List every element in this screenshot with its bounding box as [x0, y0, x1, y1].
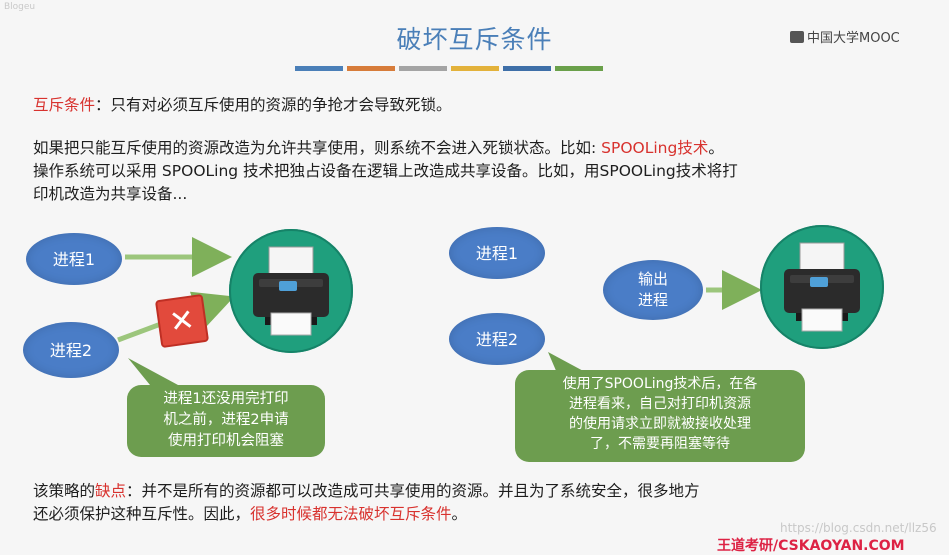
callout-left-line: 使用打印机会阻塞 — [168, 433, 284, 449]
printer-icon — [253, 246, 329, 336]
output-process-node: 输出 进程 — [603, 260, 703, 320]
drawback-paragraph: 该策略的缺点：并不是所有的资源都可以改造成可共享使用的资源。并且为了系统安全，很… — [33, 480, 913, 526]
blocked-icon: ✕ — [154, 293, 210, 349]
drawback-text-2: 还必须保护这种互斥性。因此， — [33, 505, 251, 523]
callout-right-line: 进程看来，自己对打印机资源 — [569, 396, 751, 412]
logo-text: 中国大学MOOC — [807, 31, 900, 46]
drawback-conclusion: 很多时候都无法破坏互斥条件 — [250, 505, 452, 523]
spooling-line-2: 操作系统可以采用 SPOOLing 技术把独占设备在逻辑上改造成共享设备。比如，… — [33, 162, 738, 180]
mooc-logo: 中国大学MOOC — [790, 27, 900, 46]
color-bar — [399, 66, 447, 71]
footer-brand: 王道考研/CSKAOYAN.COM — [717, 538, 905, 554]
color-bar — [555, 66, 603, 71]
process1-node-right: 进程1 — [449, 227, 545, 279]
corner-tag: Blogeu — [4, 2, 36, 12]
drawback-end: 。 — [451, 505, 468, 523]
spooling-line-3: 印机改造为共享设备... — [33, 185, 188, 203]
callout-left: 进程1还没用完打印 机之前，进程2申请 使用打印机会阻塞 — [127, 385, 325, 457]
drawback-line-1: 该策略的缺点：并不是所有的资源都可以改造成可共享使用的资源。并且为了系统安全，很… — [33, 480, 913, 503]
mutex-label: 互斥条件 — [33, 96, 96, 114]
printer-icon — [784, 242, 860, 332]
output-process-line: 进程 — [637, 291, 668, 309]
book-icon — [790, 30, 804, 43]
printer-circle-right — [760, 225, 884, 349]
color-bar — [451, 66, 499, 71]
spooling-highlight: SPOOLing技术 — [601, 139, 709, 157]
callout-right-line: 了，不需要再阻塞等待 — [590, 436, 730, 452]
spooling-line-1: 如果把只能互斥使用的资源改造为允许共享使用，则系统不会进入死锁状态。比如: SP… — [33, 137, 893, 160]
output-process-line: 输出 — [637, 270, 668, 288]
callout-right-line: 使用了SPOOLing技术后，在各 — [562, 376, 758, 392]
callout-pointer-left — [128, 358, 178, 385]
callout-left-line: 机之前，进程2申请 — [163, 412, 289, 428]
callout-right-line: 的使用请求立即就被接收处理 — [569, 416, 751, 432]
callout-left-line: 进程1还没用完打印 — [163, 391, 289, 407]
title-underline-bars — [295, 66, 603, 71]
drawback-text: ：并不是所有的资源都可以改造成可共享使用的资源。并且为了系统安全，很多地方 — [126, 482, 700, 500]
color-bar — [503, 66, 551, 71]
mutex-text: ：只有对必须互斥使用的资源的争抢才会导致死锁。 — [95, 96, 452, 114]
drawback-prefix: 该策略的 — [33, 482, 96, 500]
line-text: 如果把只能互斥使用的资源改造为允许共享使用，则系统不会进入死锁状态。比如: — [33, 139, 602, 157]
mutex-definition: 互斥条件：只有对必须互斥使用的资源的争抢才会导致死锁。 — [33, 94, 913, 117]
page-title: 破坏互斥条件 — [396, 25, 553, 54]
printer-circle-left — [229, 229, 353, 353]
process2-node-right: 进程2 — [449, 313, 545, 365]
spooling-paragraph: 如果把只能互斥使用的资源改造为允许共享使用，则系统不会进入死锁状态。比如: SP… — [33, 137, 893, 206]
drawback-line-2: 还必须保护这种互斥性。因此，很多时候都无法破坏互斥条件。 — [33, 503, 913, 526]
drawback-label: 缺点 — [95, 482, 127, 500]
process1-node-left: 进程1 — [26, 233, 122, 285]
callout-right: 使用了SPOOLing技术后，在各 进程看来，自己对打印机资源 的使用请求立即就… — [515, 370, 805, 462]
process2-node-left: 进程2 — [23, 322, 119, 378]
color-bar — [347, 66, 395, 71]
color-bar — [295, 66, 343, 71]
watermark: https://blog.csdn.net/llz56 — [780, 521, 937, 535]
line-end: 。 — [708, 139, 724, 157]
